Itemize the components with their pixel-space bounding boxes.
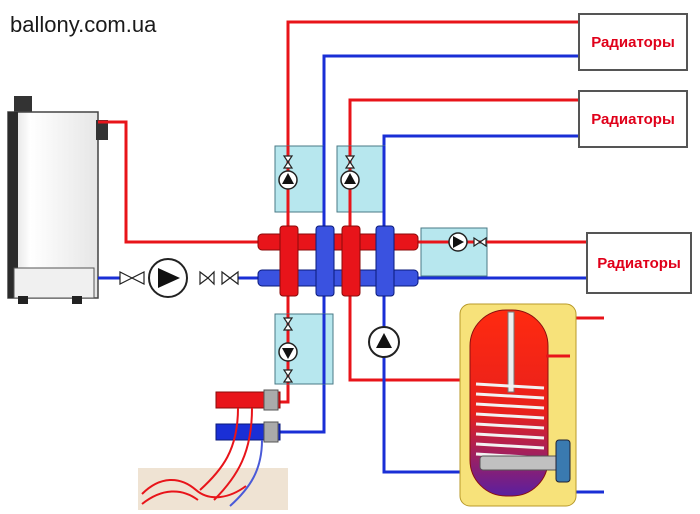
- pump-main: [148, 258, 188, 298]
- watermark-text: ballony.com.ua: [10, 12, 157, 37]
- radiator-label-3: Радиаторы: [586, 232, 692, 294]
- radiator-label-1: Радиаторы: [578, 13, 688, 71]
- radiator-label-2: Радиаторы: [578, 90, 688, 148]
- water-heater-tank: [459, 303, 577, 507]
- radiator-1-text: Радиаторы: [591, 33, 675, 51]
- pump-group-2: [340, 170, 360, 190]
- radiator-3-text: Радиаторы: [597, 254, 681, 272]
- radiator-2-text: Радиаторы: [591, 110, 675, 128]
- underfloor-loops: [138, 407, 288, 510]
- pump-group-1: [278, 170, 298, 190]
- pump-tank: [368, 326, 400, 358]
- pump-group-3: [448, 232, 468, 252]
- pump-floor: [278, 342, 298, 362]
- valves: [119, 155, 487, 383]
- boiler: [7, 96, 108, 304]
- manifold: [257, 225, 419, 297]
- underfloor-manifold: [215, 389, 281, 443]
